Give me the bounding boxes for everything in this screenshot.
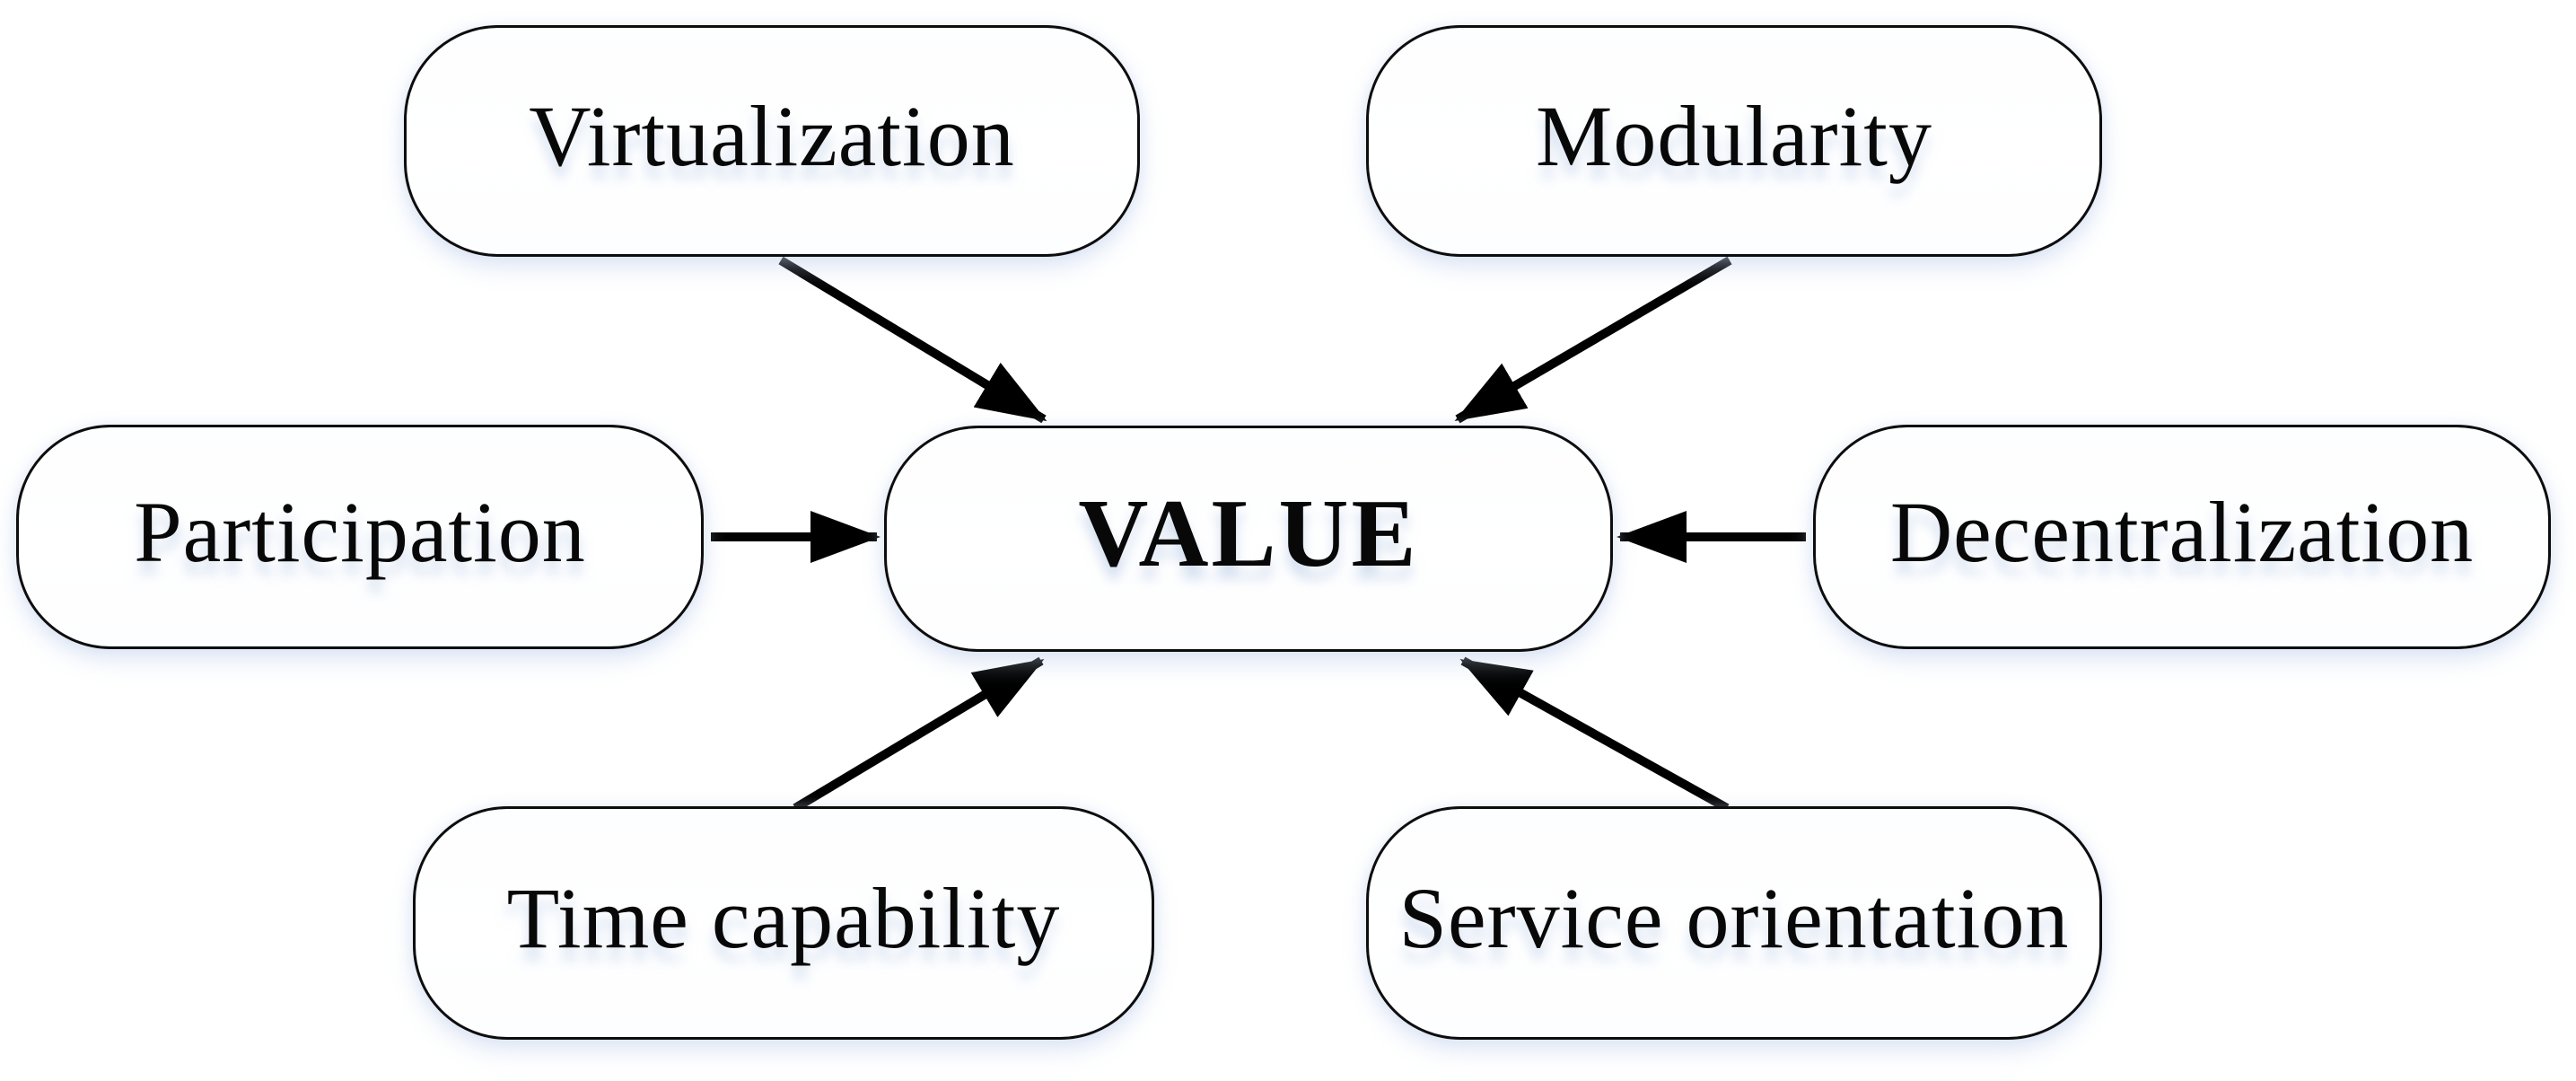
node-service-orientation-label: Service orientation	[1398, 870, 2070, 966]
node-modularity-label: Modularity	[1536, 88, 1932, 184]
arrow-time-capability-to-value	[793, 656, 1045, 813]
node-virtualization-label: Virtualization	[529, 88, 1015, 184]
arrow-virtualization-to-value	[778, 256, 1047, 424]
node-participation-label: Participation	[134, 484, 586, 580]
node-modularity: Modularity	[1366, 25, 2102, 257]
node-participation: Participation	[16, 425, 704, 649]
arrow-modularity-to-value	[1454, 256, 1732, 424]
node-value-label: VALUE	[1078, 480, 1419, 587]
node-value-center: VALUE	[884, 426, 1613, 652]
node-decentralization: Decentralization	[1813, 425, 2551, 649]
node-time-capability-label: Time capability	[506, 870, 1061, 966]
node-time-capability: Time capability	[413, 806, 1154, 1040]
node-virtualization: Virtualization	[404, 25, 1140, 257]
node-service-orientation: Service orientation	[1366, 806, 2102, 1040]
arrow-service-orientation-to-value	[1459, 656, 1730, 813]
node-decentralization-label: Decentralization	[1889, 484, 2475, 580]
